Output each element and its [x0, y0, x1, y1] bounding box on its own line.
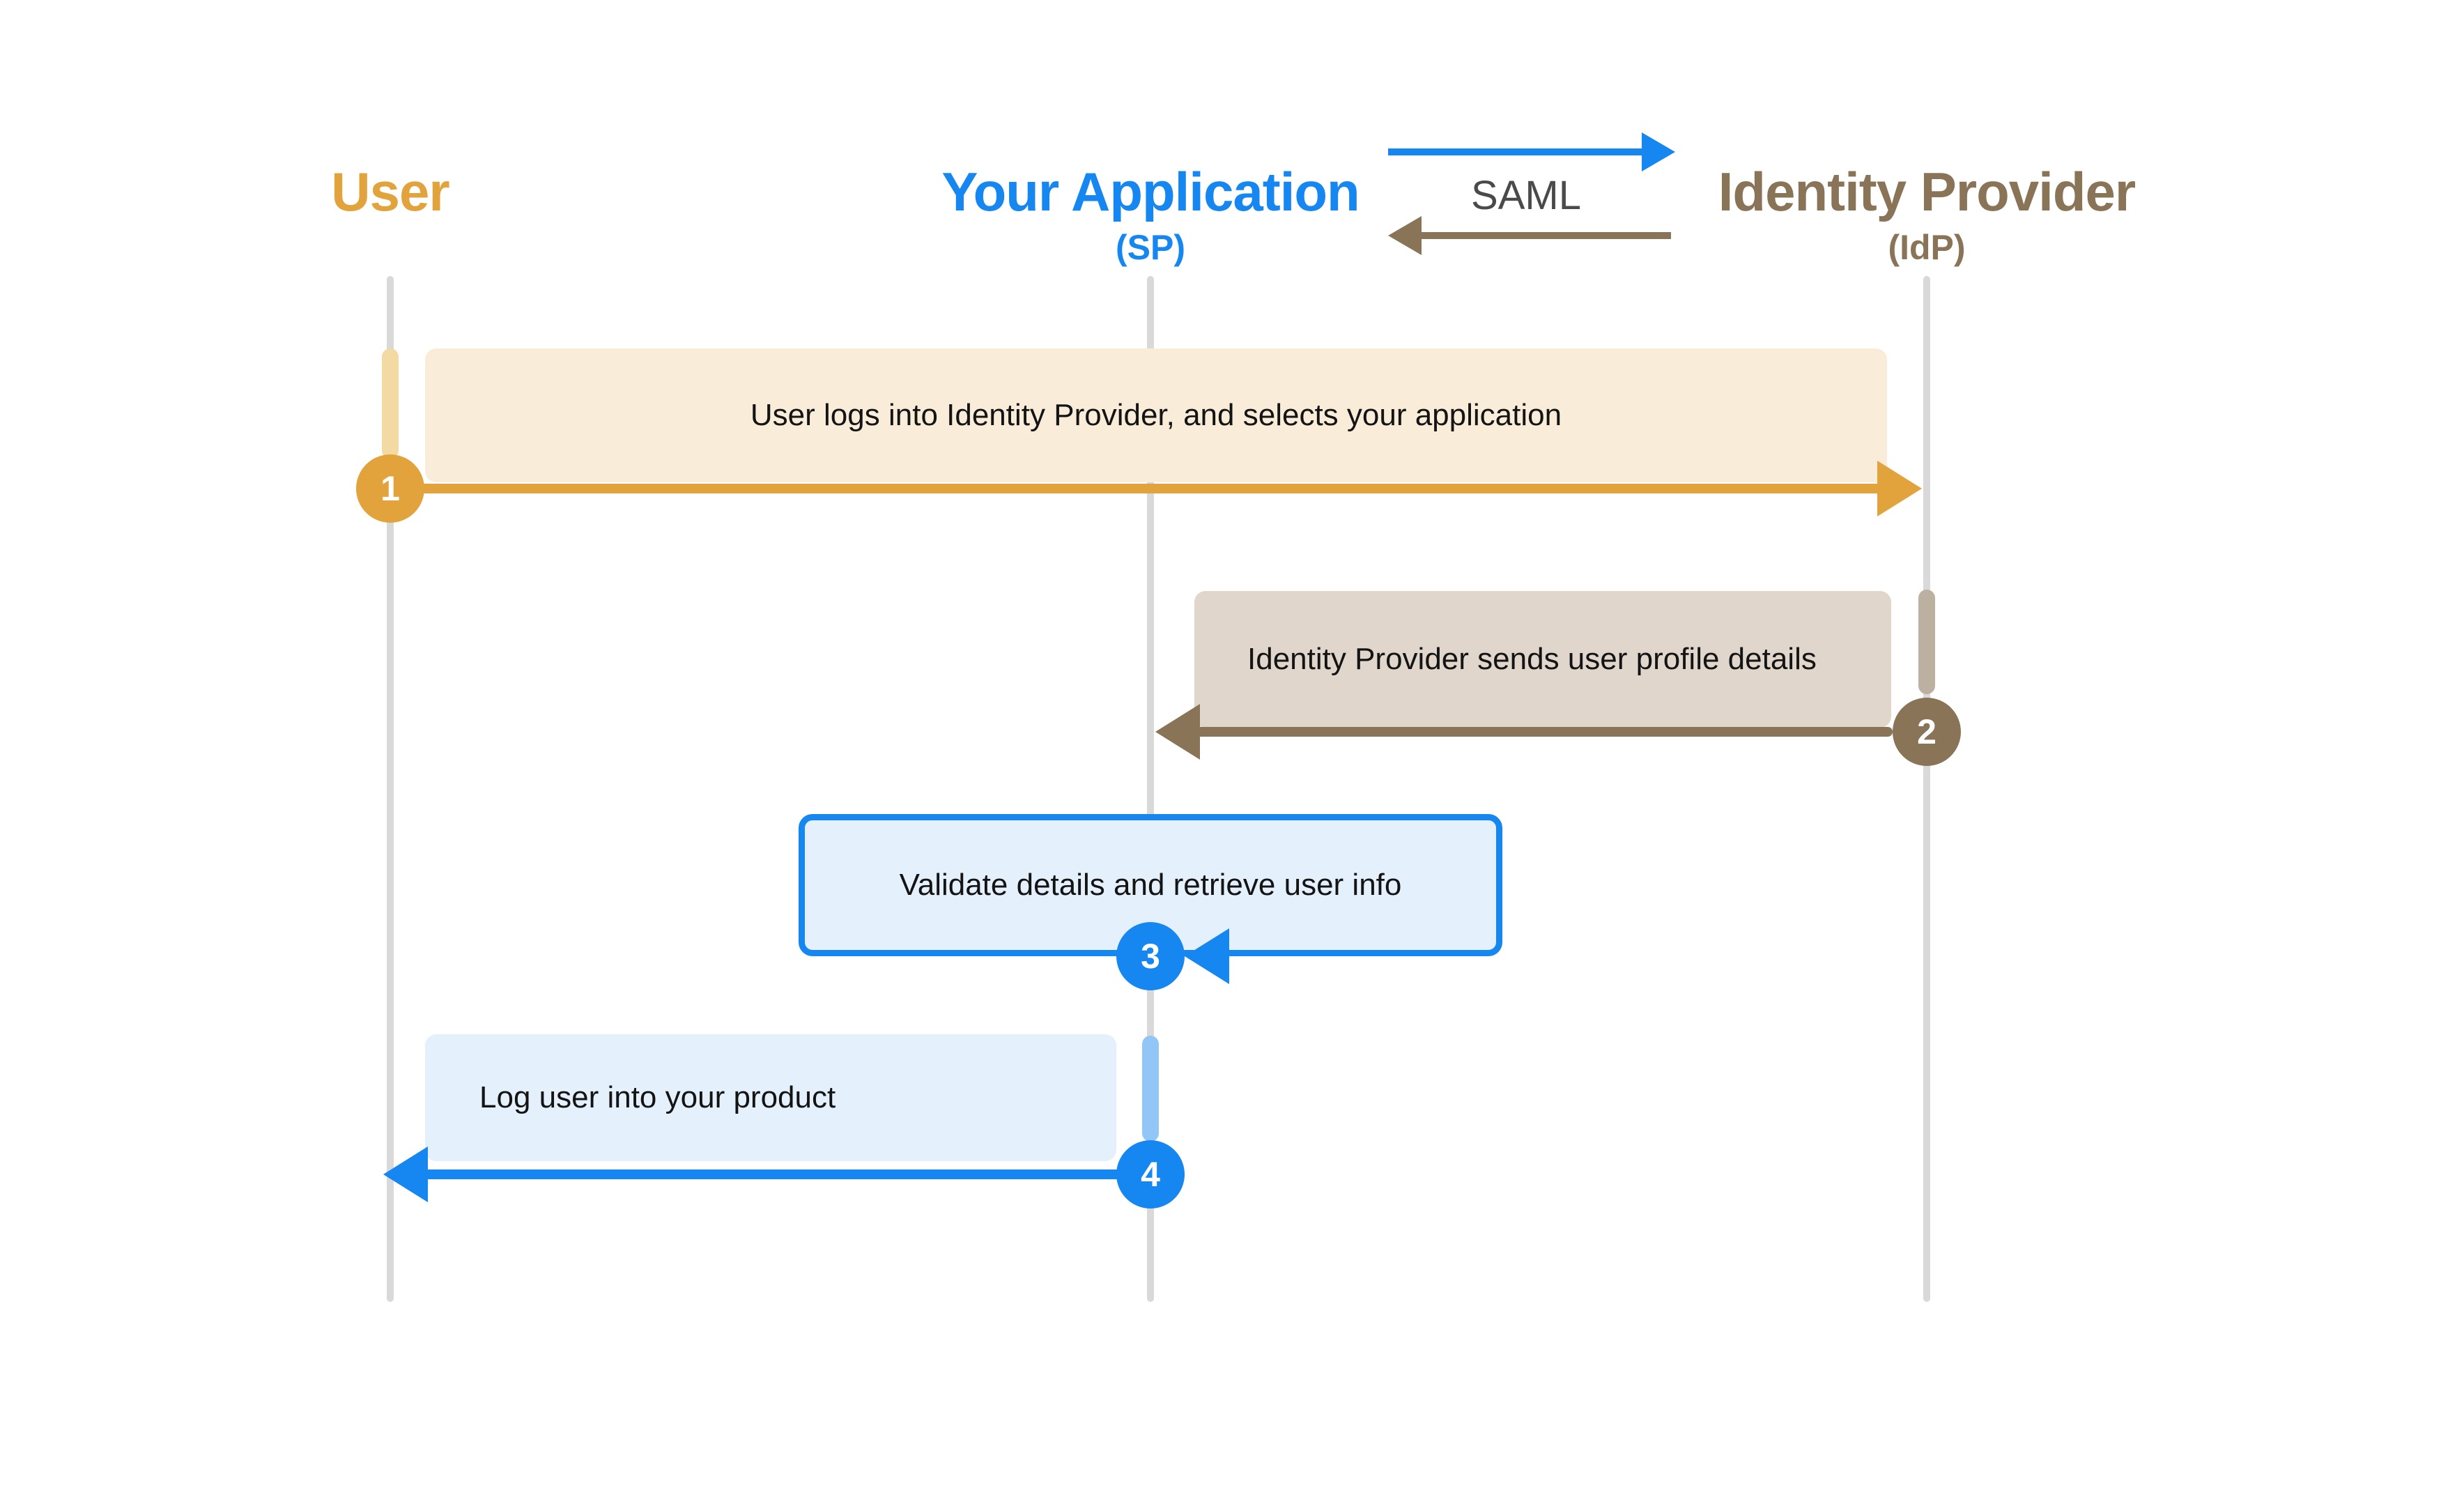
step3-note-text: Validate details and retrieve user info [899, 868, 1402, 902]
step2-badge-number: 2 [1917, 712, 1936, 751]
step2-badge: 2 [1893, 698, 1961, 766]
step2-note-box: Identity Provider sends user profile det… [1194, 591, 1891, 728]
step1-badge-number: 1 [380, 469, 400, 508]
step4-note-box: Log user into your product [425, 1034, 1116, 1161]
activation-bar-user [382, 348, 399, 459]
actor-header-app: Your Application [941, 161, 1360, 222]
lifeline-app [1147, 276, 1154, 1302]
step1-badge: 1 [356, 454, 424, 523]
step4-note-text: Log user into your product [479, 1080, 836, 1114]
step4-badge-number: 4 [1141, 1155, 1160, 1194]
actor-subtitle-idp: (IdP) [1888, 228, 1966, 267]
activation-bar-idp [1918, 590, 1935, 694]
activation-bar-app [1142, 1036, 1159, 1142]
actor-header-user: User [331, 164, 449, 219]
actor-title-idp: Identity Provider [1718, 161, 2136, 222]
step1-note-box: User logs into Identity Provider, and se… [425, 348, 1887, 482]
saml-label: SAML [1471, 173, 1581, 218]
step3-arrowhead-icon [1185, 928, 1229, 984]
actor-header-idp: Identity Provider [1718, 161, 2136, 222]
saml-forward-arrowhead-icon [1642, 132, 1675, 171]
step2-message-line [1196, 727, 1893, 737]
saml-forward-arrow-line [1388, 148, 1645, 155]
step2-arrowhead-icon [1155, 704, 1200, 760]
saml-return-arrow-line [1420, 232, 1671, 239]
lifeline-user [387, 276, 394, 1302]
step4-message-line [424, 1169, 1150, 1179]
step1-note-text: User logs into Identity Provider, and se… [750, 398, 1562, 432]
step4-arrowhead-icon [383, 1146, 428, 1202]
step4-badge: 4 [1116, 1140, 1185, 1209]
actor-title-user: User [331, 161, 449, 222]
actor-subtitle-app: (SP) [1116, 228, 1185, 267]
actor-title-app: Your Application [941, 161, 1360, 222]
step2-note-text: Identity Provider sends user profile det… [1247, 642, 1817, 676]
step1-arrowhead-icon [1877, 461, 1922, 516]
step1-message-line [390, 484, 1883, 493]
lifeline-idp [1923, 276, 1930, 1302]
step3-badge: 3 [1116, 922, 1185, 990]
step3-badge-number: 3 [1141, 937, 1160, 976]
saml-return-arrowhead-icon [1388, 216, 1422, 255]
